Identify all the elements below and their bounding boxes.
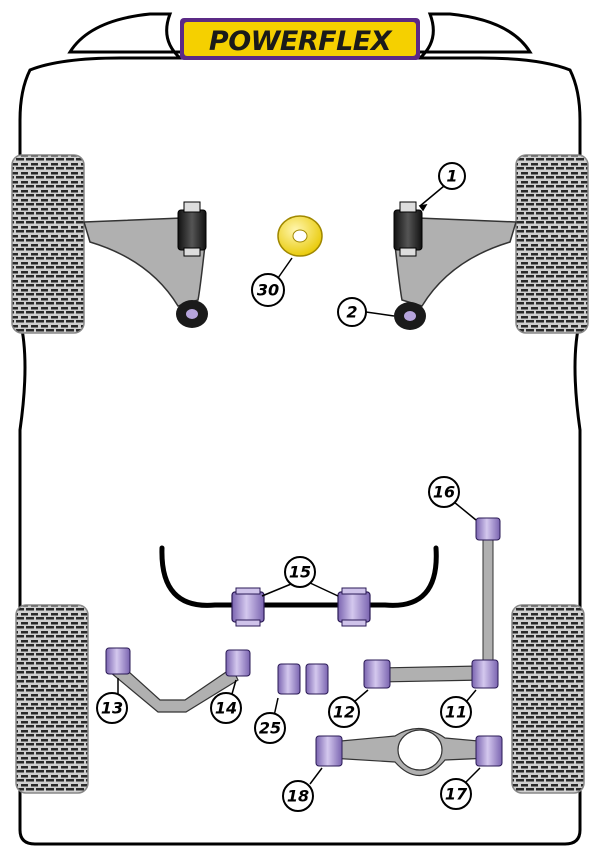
callout-circle [251,273,285,307]
callout-number: 25 [259,719,281,738]
callout-circle [440,696,472,728]
callout-number: 12 [333,703,355,722]
callout-circle [210,692,242,724]
black-bush-front-left-upper [177,209,207,251]
callout-number: 17 [445,785,468,804]
front-left-tire [11,154,85,334]
callout-17: 17 [440,778,472,810]
rear-right-tire [511,604,585,794]
rear-right-arm [363,659,499,689]
callout-circle [96,692,128,724]
callout-circle [284,556,316,588]
powerflex-logo: POWERFLEX [180,18,420,60]
rear-lower-arm [315,727,503,777]
callout-16: 16 [428,476,460,508]
callout-number: 11 [445,703,467,722]
rear-right-link [475,517,501,671]
callout-18: 18 [282,780,314,812]
logo-text: POWERFLEX [209,26,393,57]
callout-30: 30 [251,273,285,307]
rear-left-arm [105,647,251,713]
car-body-outline [18,12,582,846]
front-right-wishbone [393,201,517,330]
leader-lines [117,185,481,785]
callout-circle [337,297,367,327]
callout-circle [282,780,314,812]
callout-number: 14 [215,699,237,718]
callout-25: 25 [254,712,286,744]
bush-25-pair [277,663,329,695]
black-bush-front-right-upper [393,209,423,251]
front-right-tire [515,154,589,334]
callout-12: 12 [328,696,360,728]
arb-bush-right [337,587,371,627]
callout-number: 13 [101,699,123,718]
callout-circle [428,476,460,508]
arb-bush-left [231,587,265,627]
callout-11: 11 [440,696,472,728]
callout-13: 13 [96,692,128,724]
callout-number: 1 [446,167,457,186]
callout-2: 2 [337,297,367,327]
logo-background [184,22,416,56]
callout-circle [440,778,472,810]
callout-14: 14 [210,692,242,724]
callout-15: 15 [284,556,316,588]
rear-left-tire [15,604,89,794]
callout-number: 15 [289,563,311,582]
yellow-bush-30 [277,215,323,257]
tires [11,154,589,794]
callout-number: 2 [346,303,357,322]
anti-roll-bar [159,545,439,627]
callout-number: 30 [257,281,279,300]
callout-circle [254,712,286,744]
callout-1: 1 [438,162,466,190]
callout-number: 18 [287,787,309,806]
front-left-wishbone [83,201,208,328]
callout-circle [328,696,360,728]
callout-circle [438,162,466,190]
callout-number: 16 [433,483,455,502]
